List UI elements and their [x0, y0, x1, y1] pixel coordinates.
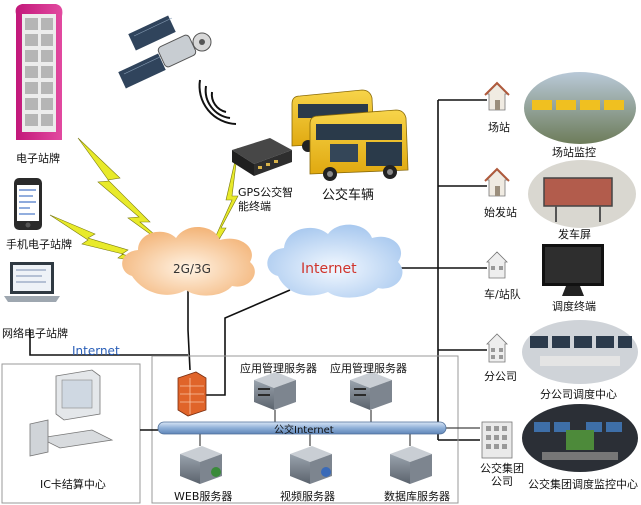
laptop-icon	[4, 262, 60, 302]
gps-device-icon	[232, 138, 292, 176]
house-icon	[484, 81, 510, 111]
label-ic-center: IC卡结算中心	[40, 478, 106, 491]
server-icon	[350, 372, 392, 410]
server-icon	[180, 446, 222, 484]
label-app-server-2: 应用管理服务器	[330, 362, 407, 375]
label-origin-station: 始发站	[484, 206, 517, 219]
ic-center-box	[1, 363, 141, 504]
label-group: 公交集团公司	[480, 462, 524, 488]
label-video-server: 视频服务器	[280, 490, 335, 503]
label-app-server-1: 应用管理服务器	[240, 362, 317, 375]
firewall-icon	[177, 371, 207, 417]
bus-icon	[291, 89, 409, 181]
server-icon	[254, 372, 296, 410]
label-internet-link: Internet	[72, 344, 120, 358]
label-2g3g: 2G/3G	[173, 262, 211, 276]
building-icon	[486, 333, 508, 363]
label-group-dispatch: 公交集团调度监控中心	[528, 478, 638, 491]
building-icon	[486, 251, 508, 279]
bus-internet-backbone	[157, 421, 447, 435]
label-yard: 场站	[488, 121, 510, 134]
computer-icon	[29, 369, 114, 457]
label-depart-screen: 发车屏	[558, 228, 591, 241]
photo-thumbnail	[524, 72, 636, 144]
connection-lines	[29, 99, 487, 441]
photo-thumbnail	[528, 160, 636, 228]
label-bus: 公交车辆	[322, 188, 375, 203]
cloud-2g3g	[122, 226, 255, 296]
label-mobile-sign: 手机电子站牌	[6, 238, 72, 251]
phone-icon	[14, 178, 42, 230]
label-yard-monitor: 场站监控	[552, 146, 596, 159]
signal-waves-icon	[198, 79, 237, 125]
photo-thumbnail	[522, 404, 638, 472]
monitor-icon	[542, 244, 604, 296]
label-fleet: 车/站队	[484, 288, 521, 301]
label-gps-terminal: GPS公交智能终端	[238, 186, 294, 213]
label-e-stop-sign: 电子站牌	[16, 152, 60, 165]
label-branch: 分公司	[484, 370, 517, 383]
photo-thumbnail	[522, 320, 638, 384]
e-stop-sign-icon	[15, 4, 63, 140]
label-web-server: WEB服务器	[174, 490, 233, 503]
label-bus-internet: 公交Internet	[274, 425, 334, 436]
label-dispatch-terminal: 调度终端	[552, 300, 596, 313]
label-web-sign: 网络电子站牌	[2, 327, 68, 340]
label-internet-cloud: Internet	[301, 261, 357, 277]
label-branch-dispatch: 分公司调度中心	[540, 388, 617, 401]
label-db-server: 数据库服务器	[384, 490, 450, 503]
server-icon	[390, 446, 432, 484]
server-icon	[290, 446, 332, 484]
cloud-internet	[267, 224, 403, 298]
satellite-icon	[118, 15, 212, 89]
house-icon	[484, 167, 510, 197]
building-icon	[481, 421, 513, 459]
